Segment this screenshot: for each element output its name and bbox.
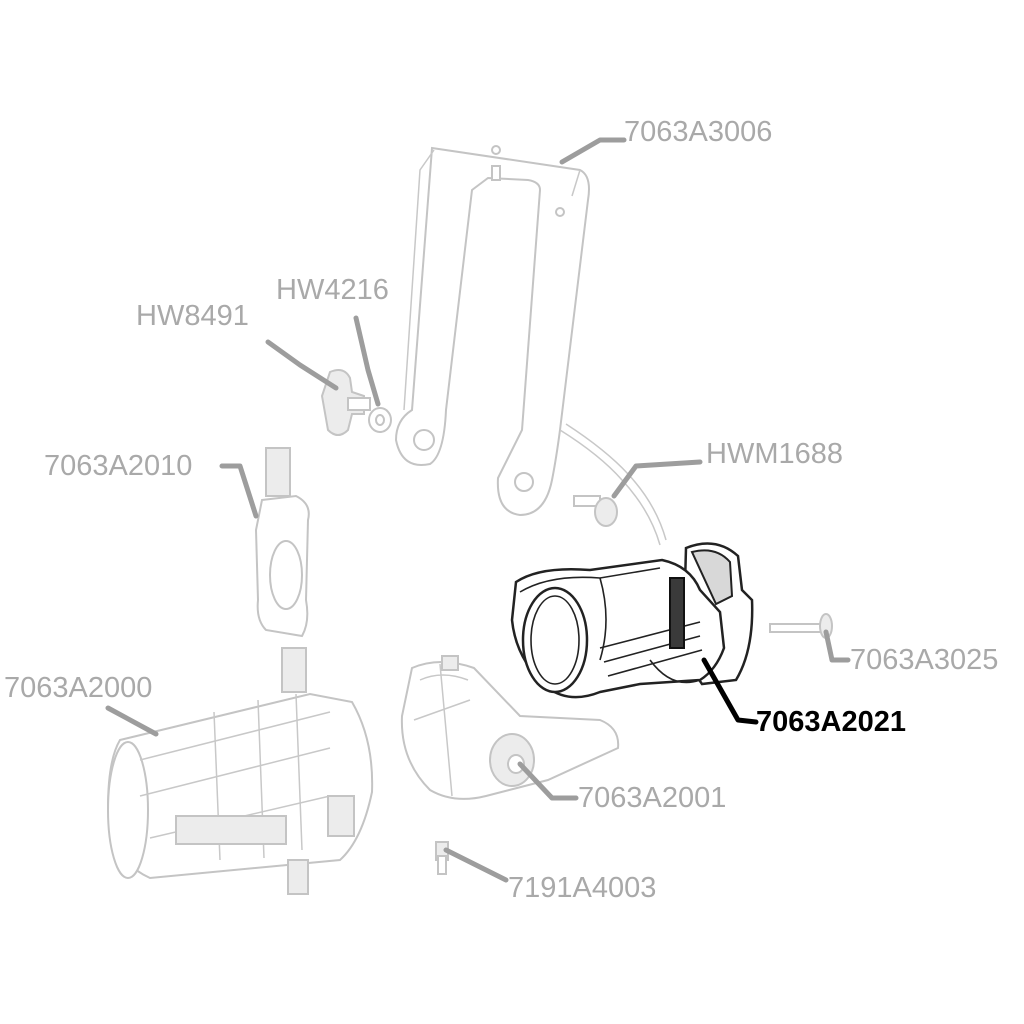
label-barrel: 7063A2000 [4,672,153,704]
label-screw: HWM1688 [706,438,843,470]
label-bolt: 7191A4003 [508,872,657,904]
leader-washer [353,315,381,407]
gate-part [254,447,310,693]
pin-part [769,613,833,639]
barrel-part [106,692,374,895]
yoke-part [394,145,667,546]
label-knob: HW8491 [136,300,249,332]
leader-pin [823,629,851,663]
leader-housing [701,657,759,725]
label-housing: 7063A2021 [756,706,906,738]
housing-part [510,542,754,699]
label-lamp-cap: 7063A2001 [578,782,727,814]
leader-lamp-cap [517,761,579,801]
label-yoke: 7063A3006 [624,116,773,148]
leader-bolt [443,847,509,883]
knob-part [320,369,371,436]
label-washer: HW4216 [276,274,389,306]
label-gate: 7063A2010 [44,450,193,482]
leader-gate [219,463,259,519]
leader-lines [105,137,851,883]
leader-screw [611,459,703,499]
leader-barrel [105,705,159,737]
screw-part [573,495,618,527]
washer-part [368,407,392,433]
leader-knob [265,339,339,391]
label-pin: 7063A3025 [850,644,999,676]
leader-yoke [559,137,627,165]
lamp-cap-part [400,655,620,800]
bolt-part [435,841,449,875]
